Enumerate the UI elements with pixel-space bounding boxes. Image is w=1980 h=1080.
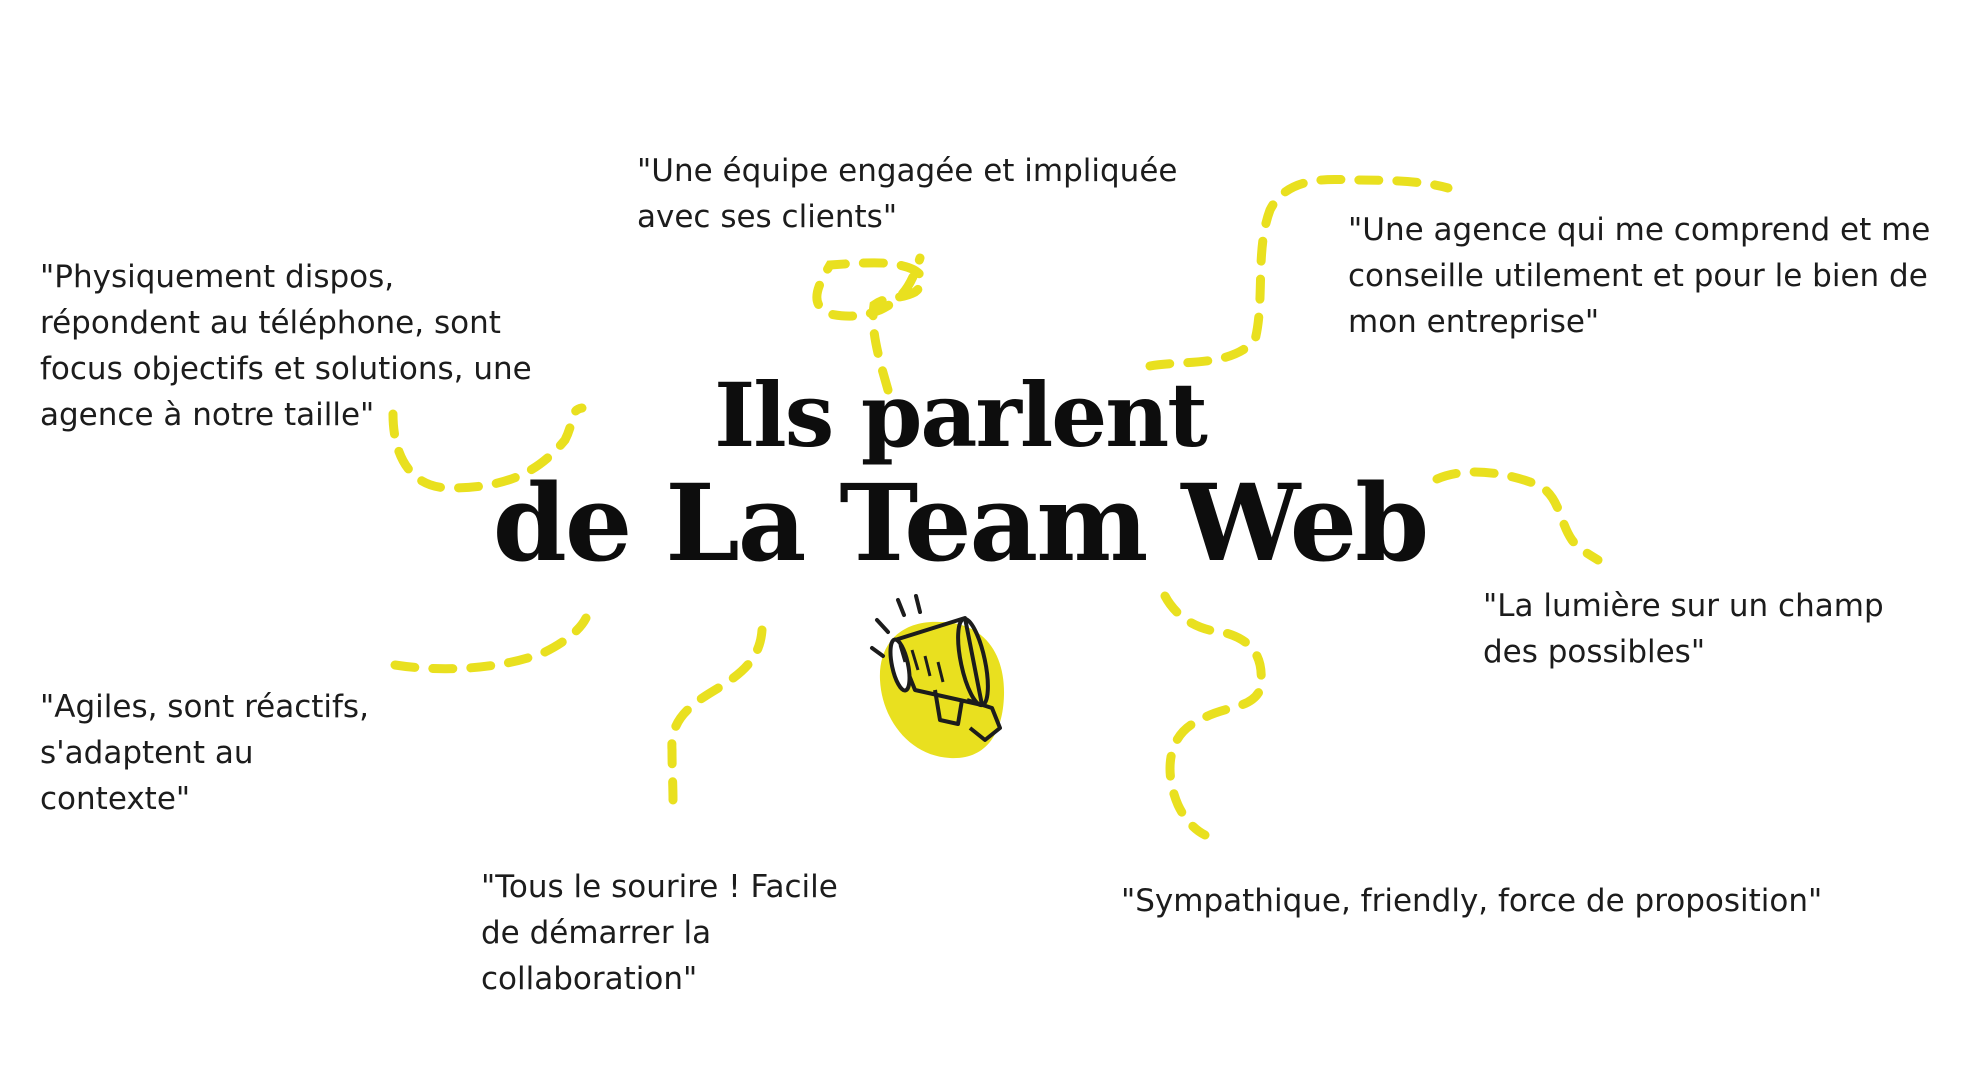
quote-line: mon entreprise" (1348, 304, 1600, 340)
connector-right (1432, 467, 1603, 565)
connector-bottom-right (1160, 591, 1266, 840)
page-title: Ils parlent de La Team Web (460, 365, 1460, 581)
quote-line: des possibles" (1483, 634, 1706, 670)
connector-bottom-left (390, 613, 591, 674)
quote-line: collaboration" (481, 961, 698, 997)
quote-agence-comprend: "Une agence qui me comprend et me consei… (1348, 207, 1930, 345)
quote-lumiere-champ: "La lumière sur un champ des possibles" (1483, 583, 1884, 675)
quote-line: avec ses clients" (637, 199, 898, 235)
quote-line: répondent au téléphone, sont (40, 305, 501, 341)
megaphone-icon (870, 594, 1005, 759)
quote-line: "Physiquement dispos, (40, 259, 395, 295)
quote-line: focus objectifs et solutions, une (40, 351, 532, 387)
quote-line: de démarrer la (481, 915, 712, 951)
quote-tous-le-sourire: "Tous le sourire ! Facile de démarrer la… (481, 864, 838, 1002)
title-line-2: de La Team Web (492, 460, 1429, 585)
title-line-1: Ils parlent (714, 363, 1208, 467)
quote-agiles-reactifs: "Agiles, sont réactifs, s'adaptent au co… (40, 684, 369, 822)
dashed-connectors (388, 174, 1603, 840)
quote-line: "Agiles, sont réactifs, (40, 689, 369, 725)
quote-line: "Tous le sourire ! Facile (481, 869, 838, 905)
quote-line: conseille utilement et pour le bien de (1348, 258, 1928, 294)
quote-physiquement-dispos: "Physiquement dispos, répondent au télép… (40, 254, 532, 438)
quote-line: "Sympathique, friendly, force de proposi… (1121, 883, 1823, 919)
quote-line: contexte" (40, 781, 191, 817)
connector-bottom (667, 625, 767, 805)
connector-top-left (388, 403, 587, 493)
quote-line: agence à notre taille" (40, 397, 375, 433)
connector-top-right (1145, 174, 1453, 371)
quote-sympathique-friendly: "Sympathique, friendly, force de proposi… (1121, 878, 1822, 924)
quote-line: "La lumière sur un champ (1483, 588, 1884, 624)
quote-line: s'adaptent au (40, 735, 254, 771)
quote-line: "Une agence qui me comprend et me (1348, 212, 1931, 248)
quote-equipe-engagee: "Une équipe engagée et impliquée avec se… (637, 148, 1177, 240)
connector-top (812, 253, 927, 395)
quote-line: "Une équipe engagée et impliquée (637, 153, 1178, 189)
